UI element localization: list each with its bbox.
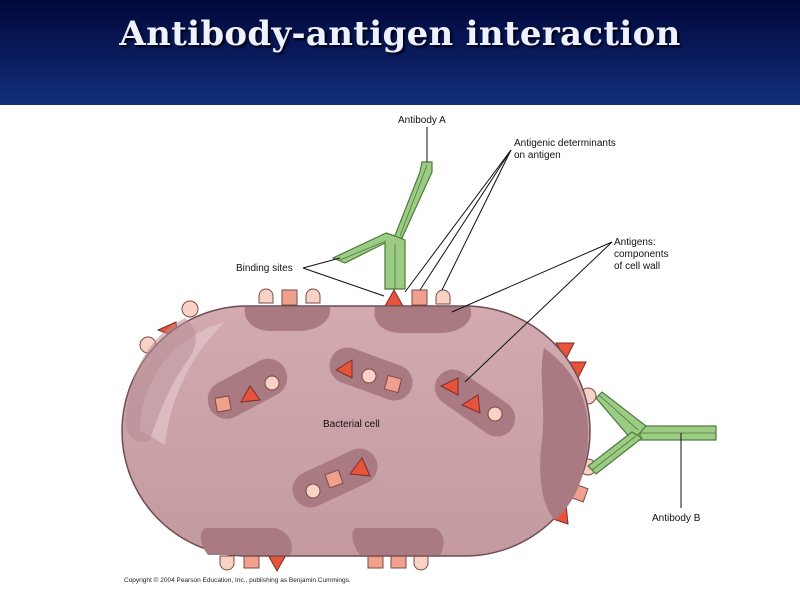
- cell-patch: [540, 348, 588, 520]
- internal-antigen-clusters: [207, 347, 516, 508]
- label-antibody-a: Antibody A: [398, 115, 446, 126]
- label-bacterial-cell: Bacterial cell: [323, 419, 380, 430]
- copyright-notice: Copyright © 2004 Pearson Education, Inc.…: [124, 577, 351, 584]
- antigen-triangle: [267, 554, 287, 573]
- title-banner: Antibody-antigen interaction: [0, 0, 800, 105]
- cell-patch: [374, 307, 472, 333]
- slide-title: Antibody-antigen interaction: [119, 14, 681, 54]
- label-antigens-1: Antigens:: [614, 237, 656, 248]
- antigen-bump: [181, 300, 199, 318]
- antigen-bump: [219, 555, 235, 571]
- antigen-square: [281, 289, 298, 306]
- antibody-a: [331, 161, 433, 290]
- cell-patch: [200, 528, 292, 555]
- antigen-square: [411, 289, 428, 306]
- cell-patch: [352, 528, 444, 555]
- label-antigenic-determinants-1: Antigenic determinants: [514, 138, 616, 149]
- cell-patch: [125, 318, 196, 442]
- antigen-bump: [258, 288, 274, 304]
- label-binding-sites: Binding sites: [236, 263, 293, 274]
- label-antigens-3: of cell wall: [614, 261, 660, 272]
- antigen-bump: [413, 555, 429, 571]
- leader-lines: [302, 127, 682, 508]
- antigen-triangle: [384, 288, 404, 307]
- cell-highlight: [140, 322, 225, 445]
- antigen-bump: [435, 289, 451, 305]
- cell-patch: [244, 307, 331, 331]
- antibody-b: [587, 391, 717, 475]
- label-antibody-b: Antibody B: [652, 513, 701, 524]
- label-antigenic-determinants-2: on antigen: [514, 150, 561, 161]
- antigen-bump: [305, 288, 321, 304]
- label-antigens-2: components: [614, 249, 668, 260]
- bacterial-cell: [121, 305, 591, 557]
